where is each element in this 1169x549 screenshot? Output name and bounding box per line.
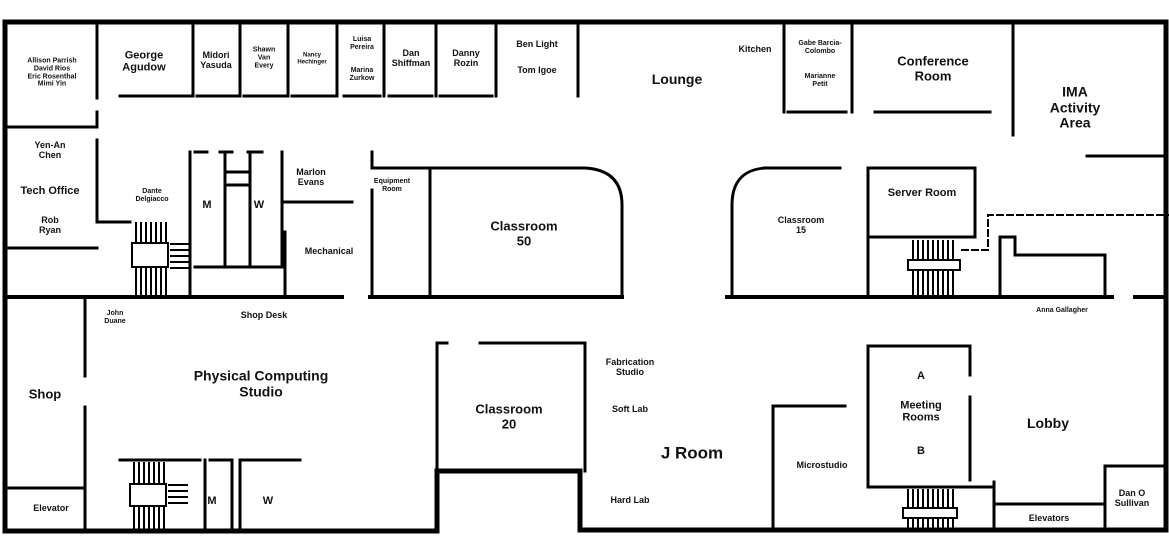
label-rob: Rob Ryan bbox=[38, 214, 62, 235]
label-luisa: Luisa Pereira bbox=[350, 36, 374, 51]
label-danny: Danny Rozin bbox=[452, 47, 480, 68]
label-ima-activity: IMA Activity Area bbox=[1049, 83, 1101, 131]
label-marina: Marina Zurkow bbox=[349, 67, 375, 82]
label-physical-computing: Physical Computing Studio bbox=[193, 367, 329, 399]
label-anna: Anna Gallagher bbox=[1036, 307, 1088, 315]
label-lounge: Lounge bbox=[651, 71, 703, 88]
label-gabe: Gabe Barcia- Colombo bbox=[798, 40, 842, 55]
label-conference: Conference Room bbox=[897, 53, 969, 83]
label-dan-shiffman: Dan Shiffman bbox=[391, 47, 431, 68]
label-fabrication: Fabrication Studio bbox=[605, 356, 655, 377]
label-elevators: Elevators bbox=[1028, 512, 1070, 523]
label-j-room: J Room bbox=[660, 443, 724, 463]
label-m-upper: M bbox=[202, 198, 212, 211]
label-john: John Duane bbox=[104, 310, 126, 325]
outer-wall bbox=[2, 19, 1169, 534]
label-w-upper: W bbox=[253, 198, 265, 211]
label-classroom-20: Classroom 20 bbox=[475, 401, 543, 431]
walls bbox=[2, 19, 1169, 534]
label-classroom-50: Classroom 50 bbox=[490, 218, 558, 248]
label-ben-light: Ben Light bbox=[516, 38, 558, 49]
label-soft-lab: Soft Lab bbox=[612, 403, 648, 414]
label-m-lower: M bbox=[207, 494, 217, 507]
stair-upper-left bbox=[131, 222, 190, 295]
label-server-room: Server Room bbox=[887, 186, 957, 199]
label-meeting-b: B bbox=[917, 444, 925, 457]
label-hard-lab: Hard Lab bbox=[610, 494, 650, 505]
label-tech-office: Tech Office bbox=[20, 184, 80, 197]
label-microstudio: Microstudio bbox=[796, 459, 848, 470]
label-classroom-15: Classroom 15 bbox=[777, 214, 825, 235]
label-mechanical: Mechanical bbox=[304, 245, 354, 256]
label-allison-block: Allison Parrish David Rios Eric Rosentha… bbox=[27, 57, 77, 88]
label-lobby: Lobby bbox=[1027, 415, 1069, 432]
label-kitchen: Kitchen bbox=[738, 43, 772, 54]
label-shop: Shop bbox=[28, 386, 62, 402]
label-dante: Dante Delgiacco bbox=[135, 188, 169, 203]
label-w-lower: W bbox=[262, 494, 274, 507]
label-elevator: Elevator bbox=[33, 502, 69, 513]
stairs bbox=[129, 222, 961, 529]
label-shawn: Shawn Van Every bbox=[252, 46, 276, 69]
label-marianne: Marianne Petit bbox=[804, 73, 836, 88]
label-tom-igoe: Tom Igoe bbox=[517, 64, 557, 75]
label-shop-desk: Shop Desk bbox=[240, 309, 288, 320]
label-equipment: Equipment Room bbox=[373, 178, 411, 193]
label-nancy: Nancy Hechinger bbox=[297, 52, 327, 65]
stair-lower-right bbox=[902, 489, 958, 529]
label-meeting-rooms: Meeting Rooms bbox=[900, 399, 942, 424]
label-marlon: Marlon Evans bbox=[296, 166, 326, 187]
stair-right-middle bbox=[907, 240, 961, 295]
label-george: George Agudow bbox=[122, 49, 166, 74]
label-yen-an: Yen-An Chen bbox=[34, 139, 66, 160]
stair-lower-left bbox=[129, 462, 188, 529]
label-midori: Midori Yasuda bbox=[200, 49, 232, 70]
label-dan-o-sullivan: Dan O Sullivan bbox=[1114, 487, 1150, 508]
label-meeting-a: A bbox=[917, 369, 925, 382]
